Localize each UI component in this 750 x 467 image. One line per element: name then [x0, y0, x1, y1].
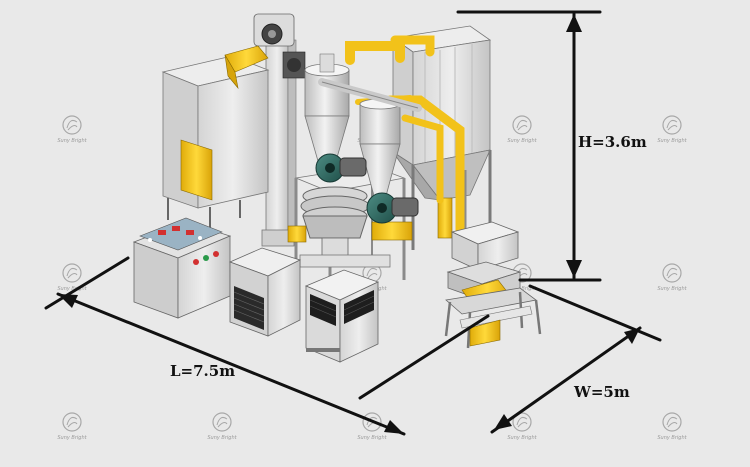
swirl-logo-icon [512, 412, 532, 432]
blower-fan-left [315, 153, 367, 183]
swirl-logo-icon [62, 412, 82, 432]
crusher-machine [444, 221, 542, 349]
electrical-cabinet [228, 247, 302, 337]
swirl-logo-icon [362, 412, 382, 432]
height-dimension-label: H=3.6m [578, 133, 647, 151]
swirl-logo-icon [62, 115, 82, 135]
control-panel [132, 217, 232, 319]
watermark: Suny Bright [57, 115, 88, 144]
swirl-logo-icon [662, 115, 682, 135]
watermark-text: Suny Bright [57, 435, 87, 441]
watermark: Suny Bright [657, 115, 688, 144]
watermark: Suny Bright [57, 263, 88, 292]
cyclone-separator-left [304, 53, 350, 169]
dimension-lines [44, 10, 662, 436]
watermark-text: Suny Bright [57, 286, 87, 292]
length-dimension-label: L=7.5m [170, 362, 235, 380]
swirl-logo-icon [212, 412, 232, 432]
watermark: Suny Bright [657, 263, 688, 292]
diagonal-pipe [318, 78, 422, 112]
swirl-logo-icon [512, 115, 532, 135]
chiller-unit [304, 269, 380, 363]
width-dimension-label: W=5m [573, 383, 630, 401]
watermark-text: Suny Bright [207, 435, 237, 441]
watermark-text: Suny Bright [507, 286, 537, 292]
watermark-text: Suny Bright [657, 286, 687, 292]
watermark: Suny Bright [657, 412, 688, 441]
watermark: Suny Bright [507, 412, 538, 441]
watermark: Suny Bright [57, 412, 88, 441]
cyclone-separator-right [359, 98, 401, 197]
watermark: Suny Bright [507, 115, 538, 144]
bucket-elevator [253, 13, 306, 247]
watermark-text: Suny Bright [657, 138, 687, 144]
watermark-text: Suny Bright [657, 435, 687, 441]
yellow-duct-pipes [325, 33, 465, 235]
swirl-logo-icon [662, 412, 682, 432]
watermark-text: Suny Bright [507, 435, 537, 441]
storage-cabinet [161, 45, 270, 228]
watermark-text: Suny Bright [357, 435, 387, 441]
watermark-text: Suny Bright [507, 138, 537, 144]
blower-fan-right [366, 192, 419, 224]
watermark-text: Suny Bright [57, 138, 87, 144]
watermark: Suny Bright [207, 412, 238, 441]
swirl-logo-icon [662, 263, 682, 283]
swirl-logo-icon [62, 263, 82, 283]
